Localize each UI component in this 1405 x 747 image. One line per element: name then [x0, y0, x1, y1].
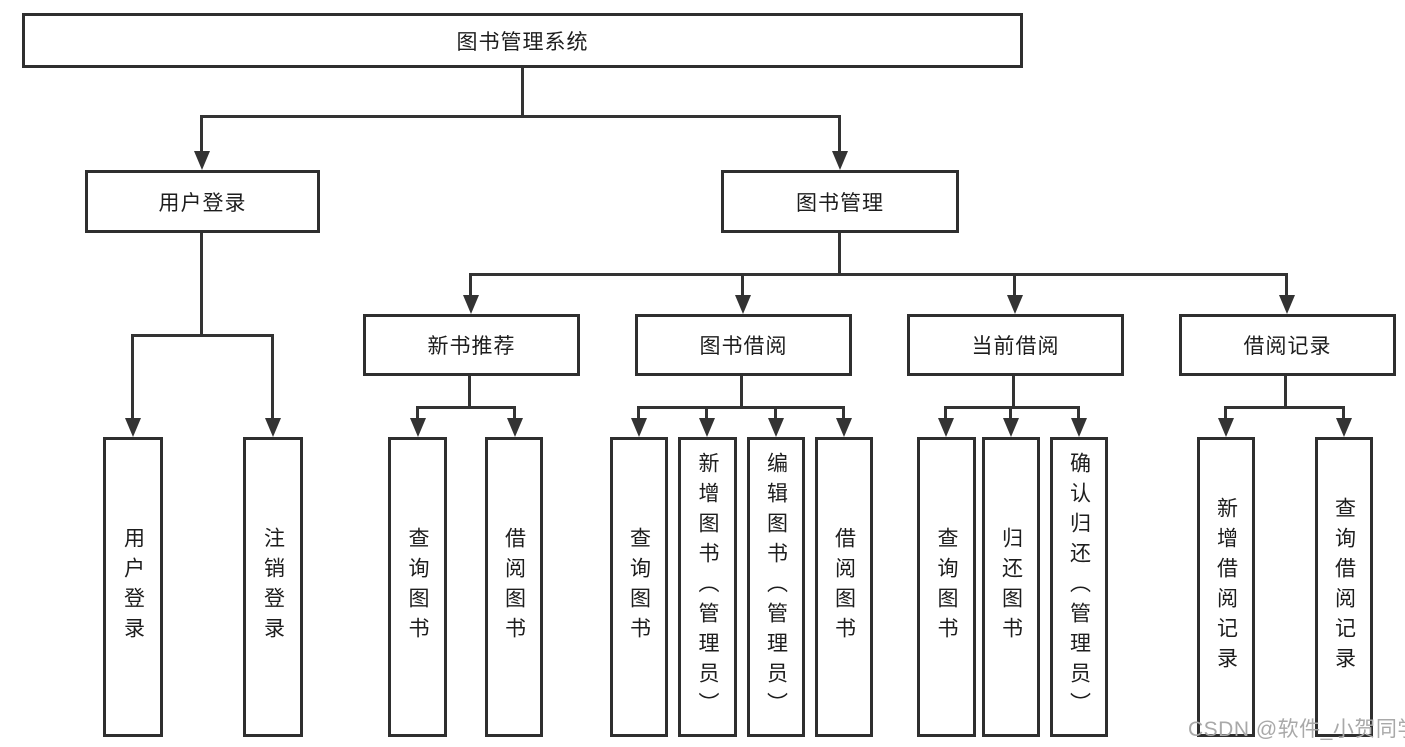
arrowhead-current-borrow — [1007, 295, 1023, 314]
leaf-add-books-admin-label: 新增图书（管理员） — [696, 452, 719, 722]
arrowhead-user-login — [194, 151, 210, 170]
leaf-user-login: 用户登录 — [103, 437, 163, 737]
leaf-query-books-current: 查询图书 — [917, 437, 976, 737]
node-user-login-label: 用户登录 — [158, 191, 247, 215]
leaf-edit-books-admin: 编辑图书（管理员） — [747, 437, 805, 737]
arrowhead-leaf-confirm-return — [1071, 418, 1087, 437]
leaf-borrow-books-recommend: 借阅图书 — [485, 437, 543, 737]
leaf-return-books: 归还图书 — [982, 437, 1040, 737]
leaf-query-books-borrow: 查询图书 — [610, 437, 668, 737]
arrowhead-leaf-add-book — [699, 418, 715, 437]
leaf-confirm-return-admin-label: 确认归还（管理员） — [1067, 452, 1091, 722]
leaf-query-books-borrow-label: 查询图书 — [627, 527, 651, 647]
edge-stem-book-borrow — [741, 273, 744, 298]
arrowhead-leaf-return — [1003, 418, 1019, 437]
edge-book-borrow-split — [637, 406, 845, 409]
node-book-management-label: 图书管理 — [796, 191, 884, 215]
leaf-logout-label: 注销登录 — [261, 527, 285, 647]
node-book-management: 图书管理 — [721, 170, 959, 233]
node-root-system: 图书管理系统 — [22, 13, 1023, 68]
edge-stem-leaf-query1 — [416, 406, 419, 422]
edge-stem-leaf-edit-book — [774, 406, 777, 422]
edge-stem-leaf-add-record — [1224, 406, 1227, 422]
edge-book-management-drop — [838, 233, 841, 276]
edge-root-drop — [521, 68, 524, 118]
leaf-borrow-books-label: 借阅图书 — [832, 527, 856, 647]
edge-stem-leaf-query-record — [1342, 406, 1345, 422]
edge-stem-leaf-login — [131, 334, 134, 420]
leaf-add-borrow-record: 新增借阅记录 — [1197, 437, 1255, 737]
edge-new-book-split — [416, 406, 516, 409]
edge-borrow-record-split — [1224, 406, 1345, 409]
arrowhead-leaf-query2 — [631, 418, 647, 437]
arrowhead-leaf-logout — [265, 418, 281, 437]
node-book-borrow: 图书借阅 — [635, 314, 852, 376]
edge-stem-borrow-record — [1285, 273, 1288, 298]
arrowhead-leaf-borrow1 — [507, 418, 523, 437]
leaf-confirm-return-admin: 确认归还（管理员） — [1050, 437, 1108, 737]
edge-borrow-record-drop — [1284, 376, 1287, 409]
leaf-user-login-label: 用户登录 — [121, 527, 145, 647]
arrowhead-borrow-record — [1279, 295, 1295, 314]
edge-new-book-drop — [468, 376, 471, 409]
arrowhead-leaf-add-record — [1218, 418, 1234, 437]
edge-stem-leaf-return — [1009, 406, 1012, 422]
arrowhead-new-book — [463, 295, 479, 314]
node-user-login: 用户登录 — [85, 170, 320, 233]
edge-stem-book-management — [838, 115, 841, 153]
node-current-borrow-label: 当前借阅 — [971, 335, 1060, 358]
edge-stem-leaf-add-book — [705, 406, 708, 422]
node-current-borrow: 当前借阅 — [907, 314, 1124, 376]
edge-stem-leaf-confirm-return — [1077, 406, 1080, 422]
csdn-watermark: CSDN @软件_小贺同学 — [1188, 718, 1405, 741]
arrowhead-leaf-login — [125, 418, 141, 437]
arrowhead-book-management — [832, 151, 848, 170]
leaf-query-borrow-record: 查询借阅记录 — [1315, 437, 1373, 737]
arrowhead-book-borrow — [735, 295, 751, 314]
edge-level2-split — [200, 115, 841, 118]
leaf-query-borrow-record-label: 查询借阅记录 — [1332, 497, 1356, 677]
leaf-borrow-books: 借阅图书 — [815, 437, 873, 737]
edge-stem-leaf-logout — [271, 334, 274, 420]
edge-stem-new-book — [469, 273, 472, 298]
leaf-borrow-books-recommend-label: 借阅图书 — [502, 527, 526, 647]
edge-stem-leaf-query3 — [944, 406, 947, 422]
edge-current-borrow-drop — [1012, 376, 1015, 409]
node-book-borrow-label: 图书借阅 — [699, 335, 788, 358]
edge-book-borrow-drop — [740, 376, 743, 409]
edge-stem-leaf-borrow1 — [513, 406, 516, 422]
leaf-add-books-admin: 新增图书（管理员） — [678, 437, 737, 737]
node-new-book-recommend: 新书推荐 — [363, 314, 580, 376]
leaf-add-borrow-record-label: 新增借阅记录 — [1214, 497, 1238, 677]
arrowhead-leaf-edit-book — [768, 418, 784, 437]
edge-user-login-drop — [200, 233, 203, 337]
node-borrow-record: 借阅记录 — [1179, 314, 1396, 376]
arrowhead-leaf-query3 — [938, 418, 954, 437]
leaf-query-books-recommend: 查询图书 — [388, 437, 447, 737]
leaf-edit-books-admin-label: 编辑图书（管理员） — [764, 452, 788, 722]
node-root-system-label: 图书管理系统 — [456, 30, 589, 54]
arrowhead-leaf-query-record — [1336, 418, 1352, 437]
leaf-query-books-current-label: 查询图书 — [935, 527, 958, 647]
arrowhead-leaf-borrow2 — [836, 418, 852, 437]
node-borrow-record-label: 借阅记录 — [1243, 335, 1332, 358]
edge-stem-user-login — [200, 115, 203, 153]
edge-stem-leaf-borrow2 — [842, 406, 845, 422]
edge-user-login-split — [131, 334, 274, 337]
arrowhead-leaf-query1 — [410, 418, 426, 437]
node-new-book-recommend-label: 新书推荐 — [427, 335, 516, 358]
edge-level3-split — [469, 273, 1288, 276]
leaf-query-books-recommend-label: 查询图书 — [406, 527, 429, 647]
edge-stem-current-borrow — [1013, 273, 1016, 298]
leaf-logout: 注销登录 — [243, 437, 303, 737]
edge-stem-leaf-query2 — [637, 406, 640, 422]
leaf-return-books-label: 归还图书 — [999, 527, 1023, 647]
edge-current-borrow-split — [944, 406, 1080, 409]
